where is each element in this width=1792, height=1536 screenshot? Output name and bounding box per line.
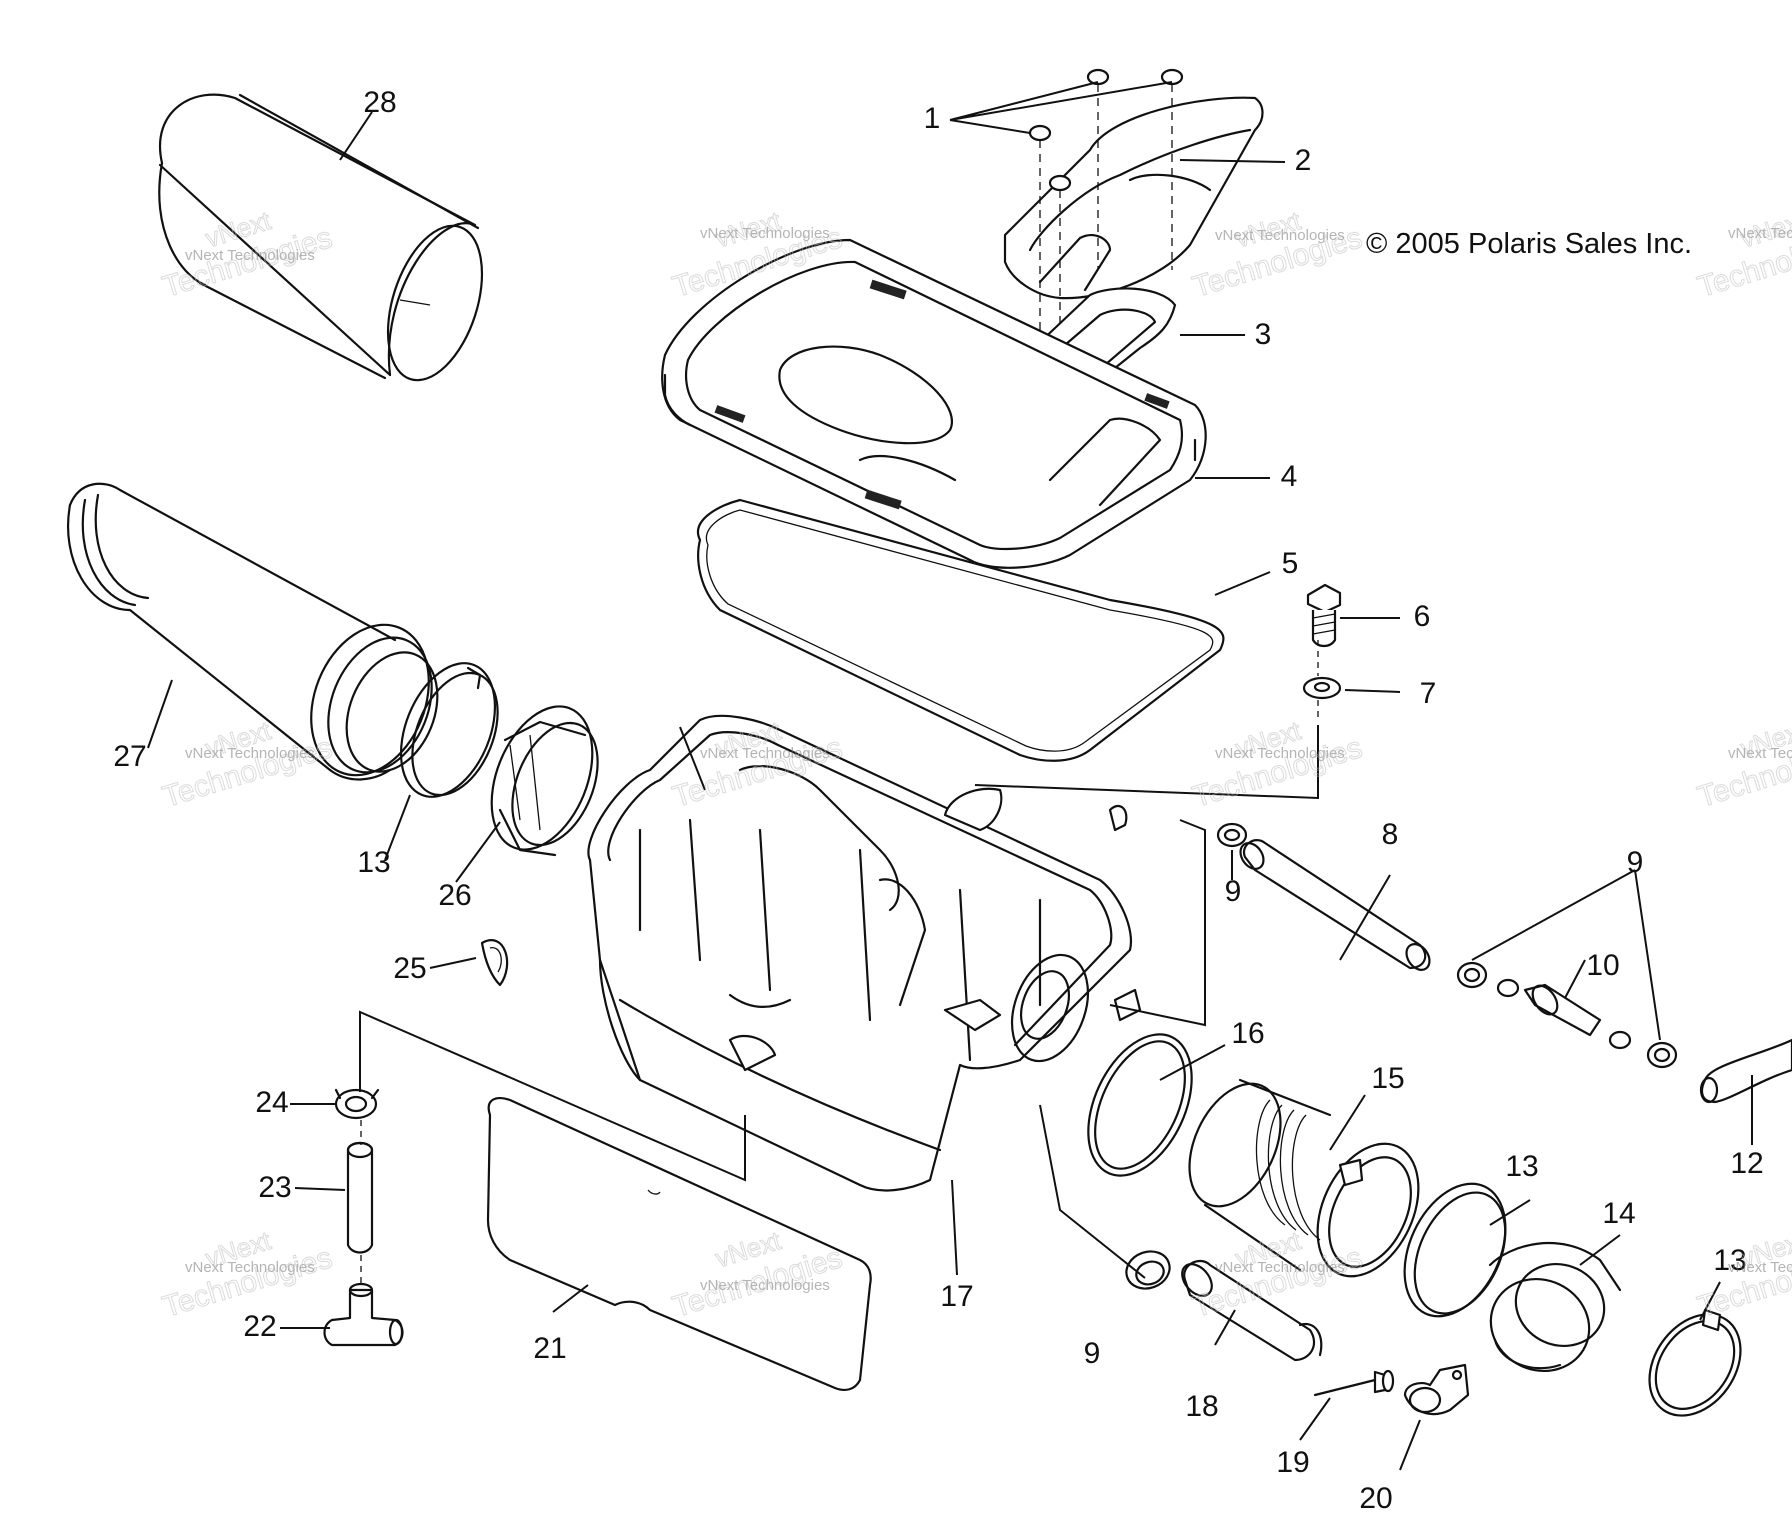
- part-7-washer: [1302, 640, 1342, 720]
- copyright-notice: © 2005 Polaris Sales Inc.: [1366, 228, 1692, 260]
- watermark-small: vNext Technologies: [185, 247, 315, 264]
- part-1-screws: [1028, 68, 1184, 430]
- callout-1: 1: [924, 102, 941, 135]
- callout-labels: 1 2 3 4 5 6 7 8 9 9 9 10 12 13 13 13 14 …: [113, 86, 1763, 1515]
- watermark-small: vNext Technologies: [700, 225, 830, 242]
- part-25-clip: [480, 939, 509, 987]
- part-6-bolt: [1306, 583, 1342, 648]
- watermark-small: vNext Technologies: [1728, 745, 1792, 762]
- callout-21: 21: [533, 1332, 566, 1365]
- part-12-hose: [1699, 1038, 1792, 1104]
- watermark-small: vNext Technologies: [1215, 745, 1345, 762]
- callout-9-upper-right: 9: [1627, 846, 1644, 879]
- callout-8: 8: [1382, 818, 1399, 851]
- part-23-tube: [346, 1141, 374, 1254]
- callout-2: 2: [1295, 144, 1312, 177]
- callout-13-left: 13: [357, 846, 390, 879]
- callout-3: 3: [1255, 318, 1272, 351]
- leader-lines: [147, 81, 1753, 1471]
- part-5-lid-seal: [696, 498, 1225, 762]
- part-24-clamp: [334, 1088, 380, 1120]
- part-8-drain-tube: [1239, 839, 1431, 971]
- watermark-small: vNext Technologies: [1215, 1259, 1345, 1276]
- part-13-clamp-left: [399, 662, 499, 798]
- callout-22: 22: [243, 1310, 276, 1343]
- part-20-p-clamp: [1403, 1363, 1470, 1416]
- part-22-tee-fitting: [323, 1120, 404, 1347]
- callout-7: 7: [1420, 677, 1437, 710]
- callout-20: 20: [1359, 1482, 1392, 1515]
- callout-28: 28: [363, 86, 396, 119]
- part-9-clamp-lower: [1125, 1250, 1171, 1290]
- part-26-adapter: [490, 705, 599, 857]
- callout-19: 19: [1276, 1446, 1309, 1479]
- part-28-precleaner-sleeve: [158, 93, 484, 382]
- part-21-bottom-cover: [486, 1097, 872, 1391]
- part-13-clamp-middle: [1403, 1182, 1507, 1318]
- callout-9-lower: 9: [1084, 1337, 1101, 1370]
- callout-18: 18: [1185, 1390, 1218, 1423]
- watermark-small: vNext Technologies: [700, 1277, 830, 1294]
- callout-26: 26: [438, 879, 471, 912]
- part-14-reducer-boot: [1488, 1241, 1622, 1373]
- callout-9-upper-left: 9: [1225, 875, 1242, 908]
- callout-10: 10: [1586, 949, 1619, 982]
- callout-23: 23: [258, 1171, 291, 1204]
- part-13-clamp-right: [1648, 1308, 1742, 1417]
- callout-12: 12: [1730, 1147, 1763, 1180]
- part-27-air-filter: [67, 482, 439, 781]
- watermark-small: vNext Technologies: [1728, 1259, 1792, 1276]
- watermark-small: vNext Technologies: [185, 1259, 315, 1276]
- watermark-small: vNext Technologies: [1215, 227, 1345, 244]
- part-2-top-cover: [1003, 96, 1264, 300]
- part-16-seal-ring: [1087, 1033, 1193, 1177]
- part-10-check-valve: [1496, 978, 1632, 1050]
- callout-17: 17: [940, 1280, 973, 1313]
- part-17-airbox-base: [587, 714, 1142, 1192]
- callout-13-right: 13: [1713, 1244, 1746, 1277]
- callout-4: 4: [1281, 460, 1298, 493]
- watermark-small: vNext Technologies: [700, 745, 830, 762]
- callout-6: 6: [1414, 600, 1431, 633]
- callout-27: 27: [113, 740, 146, 773]
- callout-13-middle: 13: [1505, 1150, 1538, 1183]
- callout-5: 5: [1282, 547, 1299, 580]
- part-4-airbox-lid: [661, 238, 1207, 569]
- callout-16: 16: [1231, 1017, 1264, 1050]
- watermark-small: vNext Technologies: [185, 745, 315, 762]
- part-19-push-pin: [1313, 1369, 1395, 1397]
- part-18-hose: [1181, 1259, 1323, 1362]
- callout-15: 15: [1371, 1062, 1404, 1095]
- watermark-small: vNext Technologies: [1728, 225, 1792, 242]
- part-15-intake-boot: [1188, 1078, 1420, 1278]
- part-9-clamp-upper: [1216, 822, 1678, 1069]
- callout-14: 14: [1602, 1197, 1635, 1230]
- callout-24: 24: [255, 1086, 288, 1119]
- callout-25: 25: [393, 952, 426, 985]
